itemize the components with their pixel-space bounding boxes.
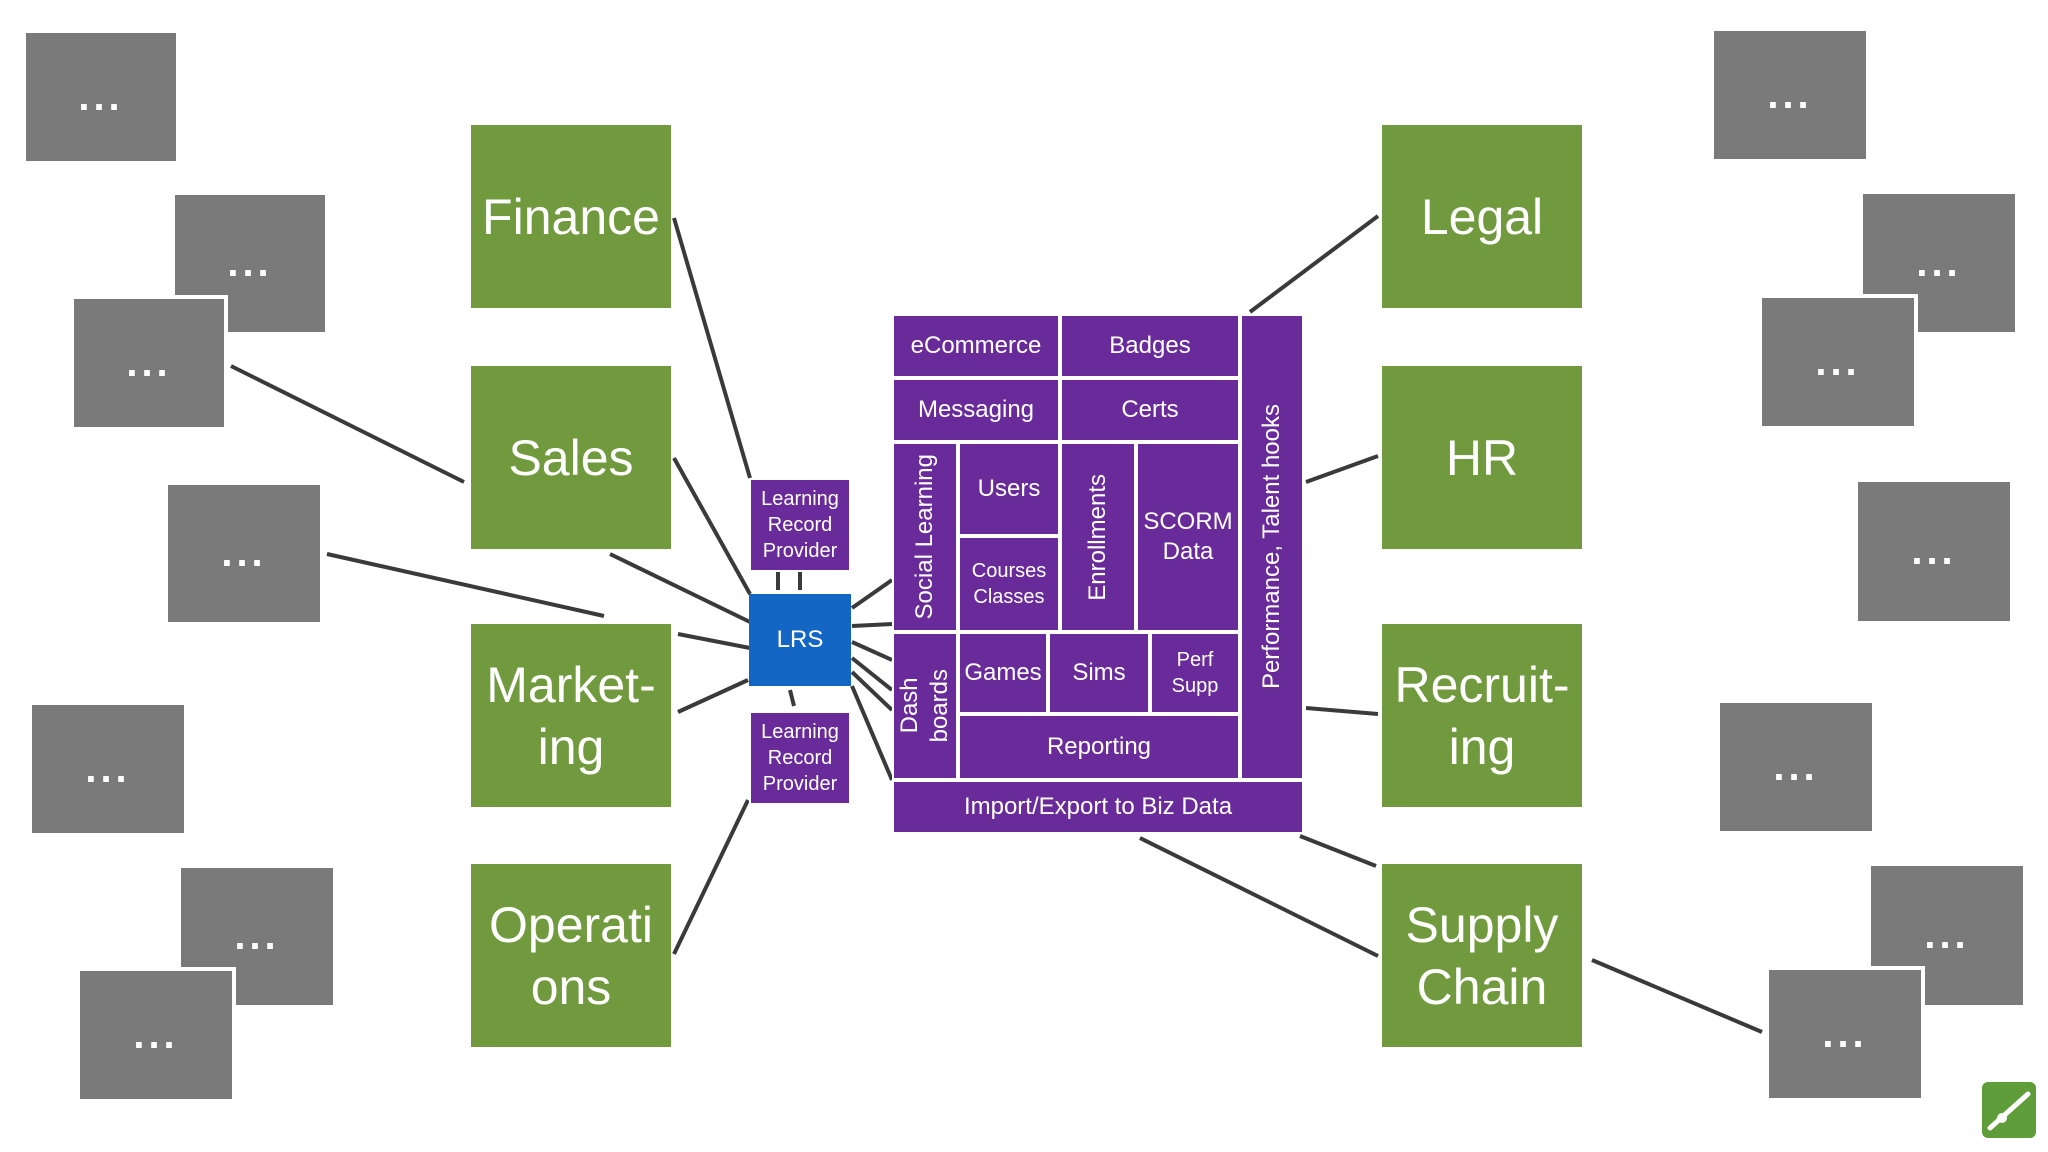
department-hr: HR bbox=[1382, 366, 1582, 549]
module-reporting: Reporting bbox=[958, 714, 1240, 780]
module-dashboards: Dash boards bbox=[892, 632, 958, 780]
module-performance-talent-hooks: Performance, Talent hooks bbox=[1240, 314, 1304, 780]
placeholder-box: ... bbox=[1769, 970, 1921, 1098]
module-messaging: Messaging bbox=[892, 378, 1060, 442]
department-recruiting: Recruit- ing bbox=[1382, 624, 1582, 807]
placeholder-box: ... bbox=[168, 485, 320, 622]
module-social-learning: Social Learning bbox=[892, 442, 958, 632]
module-scorm-data: SCORM Data bbox=[1136, 442, 1240, 632]
placeholder-box: ... bbox=[26, 33, 176, 161]
placeholder-box: ... bbox=[1714, 31, 1866, 159]
module-courses-classes: Courses Classes bbox=[958, 536, 1060, 632]
module-perf-supp: Perf Supp bbox=[1150, 632, 1240, 714]
module-social-learning-label: Social Learning bbox=[911, 454, 938, 620]
placeholder-box: ... bbox=[1762, 298, 1914, 426]
department-supply-chain: Supply Chain bbox=[1382, 864, 1582, 1047]
module-enrollments: Enrollments bbox=[1060, 442, 1136, 632]
module-enrollments-label: Enrollments bbox=[1084, 473, 1111, 601]
placeholder-box: ... bbox=[32, 705, 184, 833]
department-marketing: Market- ing bbox=[471, 624, 671, 807]
lrs-box: LRS bbox=[749, 594, 851, 686]
learning-record-provider-top: Learning Record Provider bbox=[749, 478, 851, 572]
logo-icon bbox=[1982, 1082, 2036, 1138]
module-performance-talent-hooks-label: Performance, Talent hooks bbox=[1258, 404, 1285, 690]
placeholder-box: ... bbox=[74, 299, 224, 427]
department-sales: Sales bbox=[471, 366, 671, 549]
module-sims: Sims bbox=[1048, 632, 1150, 714]
learning-record-provider-bottom: Learning Record Provider bbox=[749, 711, 851, 805]
module-ecommerce: eCommerce bbox=[892, 314, 1060, 378]
placeholder-box: ... bbox=[1720, 703, 1872, 831]
module-dashboards-label: Dash boards bbox=[896, 669, 953, 743]
placeholder-box: ... bbox=[80, 971, 232, 1099]
module-games: Games bbox=[958, 632, 1048, 714]
department-finance: Finance bbox=[471, 125, 671, 308]
module-users: Users bbox=[958, 442, 1060, 536]
department-operations: Operati ons bbox=[471, 864, 671, 1047]
module-import-export: Import/Export to Biz Data bbox=[892, 780, 1304, 834]
placeholder-box: ... bbox=[1858, 482, 2010, 621]
module-certs: Certs bbox=[1060, 378, 1240, 442]
module-badges: Badges bbox=[1060, 314, 1240, 378]
placeholder-box: ... bbox=[1863, 194, 2015, 332]
department-legal: Legal bbox=[1382, 125, 1582, 308]
